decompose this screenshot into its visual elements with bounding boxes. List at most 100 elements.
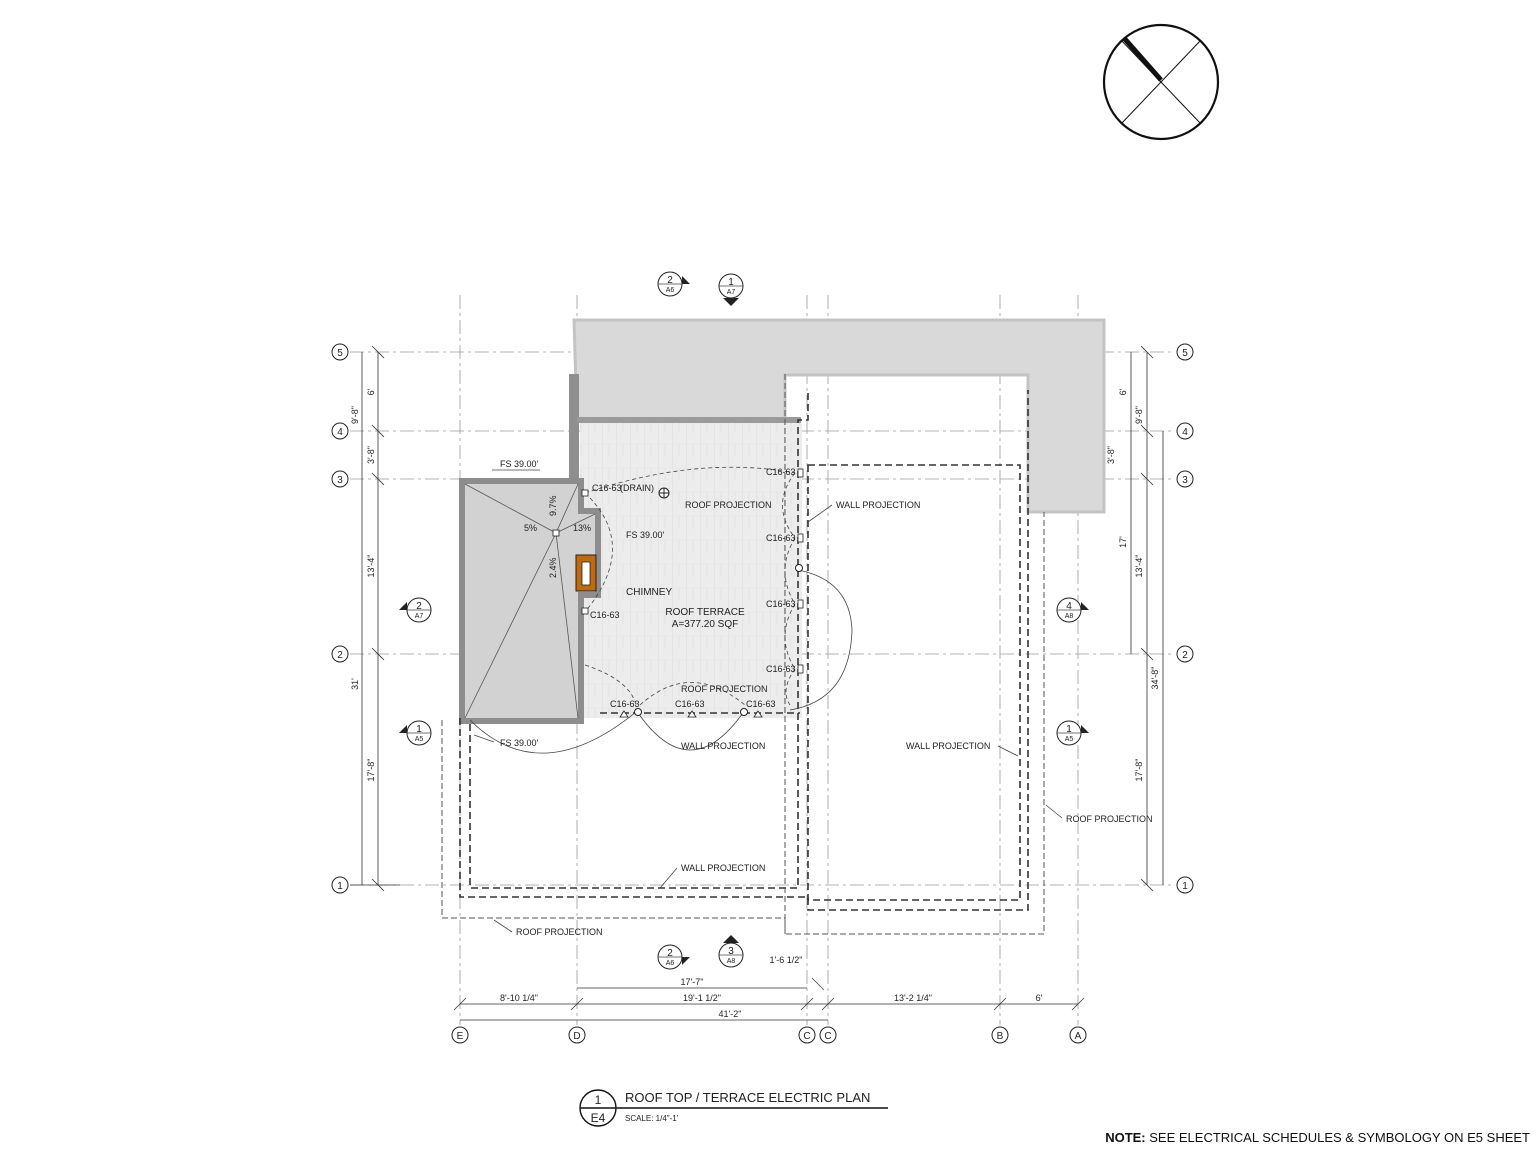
finish-surface-label: FS 39.00'	[500, 459, 539, 469]
roof-projection-label: ROOF PROJECTION	[516, 927, 603, 937]
slope-label: 13%	[573, 523, 591, 533]
circuit-label: C16-63	[675, 699, 705, 709]
grid-col-label: B	[997, 1031, 1004, 1042]
svg-text:A7: A7	[727, 289, 736, 296]
room-area: A=377.20 SQF	[672, 619, 738, 630]
right-dimensions: 6' 9'-8" 3'-8" 17' 13'-4" 34'-8" 17'-8"	[1106, 345, 1164, 892]
section-tags: 2A6 1A7 2A7 1A5 4A8 1A5 2A6 3A8	[399, 271, 1089, 970]
grid-row-label: 1	[337, 881, 343, 892]
dimension-label: 3'-8"	[366, 446, 376, 464]
electrical-devices	[581, 468, 804, 718]
sheet-number: E4	[591, 1111, 606, 1125]
chimney-label: CHIMNEY	[626, 587, 672, 598]
slope-label: 2.4%	[548, 557, 558, 578]
svg-text:2: 2	[667, 275, 673, 286]
grid-row-label: 3	[337, 475, 343, 486]
wall-projections	[459, 390, 1029, 911]
grid-row-label: 4	[1182, 427, 1188, 438]
dimension-label: 41'-2"	[719, 1009, 742, 1019]
dimension-label: 17'	[1118, 536, 1128, 548]
grid-row-label: 3	[1182, 475, 1188, 486]
title-block: 1 E4 ROOF TOP / TERRACE ELECTRIC PLAN SC…	[579, 1089, 888, 1127]
section-tag: 4A8	[1056, 597, 1089, 623]
drain-label: (DRAIN)	[620, 483, 654, 493]
dimension-label: 9'-8"	[350, 406, 360, 424]
grid-row-label: 5	[1182, 348, 1188, 359]
circuit-label: C16-63	[592, 483, 622, 493]
slope-label: 9.7%	[548, 495, 558, 516]
chimney	[575, 554, 597, 592]
left-dimensions: 6' 9'-8" 3'-8" 13'-4" 31' 17'-8"	[350, 345, 400, 892]
grid-row-label: 1	[1182, 881, 1188, 892]
section-tag: 1A5	[1056, 720, 1089, 746]
drawing-title: ROOF TOP / TERRACE ELECTRIC PLAN	[625, 1090, 870, 1105]
dimension-label: 6'	[366, 388, 376, 395]
sloped-roof	[459, 478, 601, 724]
grid-bubbles-cols: E D C C B A	[451, 1026, 1087, 1044]
dimension-label: 17'-8"	[366, 759, 376, 782]
grid-row-label: 4	[337, 427, 343, 438]
svg-text:2: 2	[667, 948, 673, 959]
svg-text:2: 2	[416, 601, 422, 612]
north-arrow-icon	[1102, 23, 1220, 141]
section-tag: 1A5	[399, 720, 432, 746]
slope-label: 5%	[524, 523, 537, 533]
svg-text:A6: A6	[666, 960, 675, 967]
section-tag: 2A6	[657, 271, 690, 297]
roof-projection-label: ROOF PROJECTION	[685, 500, 772, 510]
dimension-label: 1'-6 1/2"	[770, 955, 803, 965]
dimension-label: 13'-4"	[366, 555, 376, 578]
svg-text:A6: A6	[666, 287, 675, 294]
section-tag: 2A7	[399, 597, 432, 623]
circuit-label: C16-63	[746, 699, 776, 709]
dimension-label: 34'-8"	[1150, 667, 1160, 690]
dimension-label: 6'	[1036, 993, 1043, 1003]
section-tag: 1A7	[718, 273, 744, 306]
svg-text:A5: A5	[1065, 736, 1074, 743]
finish-surface-label: FS 39.00'	[626, 530, 665, 540]
dimension-label: 8'-10 1/4"	[500, 993, 538, 1003]
dimension-label: 19'-1 1/2"	[683, 993, 721, 1003]
svg-text:3: 3	[728, 946, 734, 957]
grid-row-label: 5	[337, 348, 343, 359]
svg-text:A8: A8	[727, 958, 736, 965]
dimension-label: 3'-8"	[1106, 446, 1116, 464]
circuit-label: C16-63	[766, 599, 796, 609]
svg-text:A7: A7	[415, 613, 424, 620]
circuit-label: C16-63	[766, 533, 796, 543]
room-name: ROOF TERRACE	[665, 607, 745, 618]
dimension-label: 13'-2 1/4"	[894, 993, 932, 1003]
circuit-arcs	[469, 466, 853, 754]
grid-row-label: 2	[1182, 650, 1188, 661]
circuit-label: C16-63	[766, 467, 796, 477]
grid-col-label: C	[803, 1031, 810, 1042]
grid-row-label: 2	[337, 650, 343, 661]
dimension-label: 17'-8"	[1134, 759, 1144, 782]
wall-projection-label: WALL PROJECTION	[681, 741, 765, 751]
svg-text:A8: A8	[1065, 613, 1074, 620]
circuit-label: C16-63	[610, 699, 640, 709]
dimension-label: 31'	[350, 678, 360, 690]
wall-projection-label: WALL PROJECTION	[836, 500, 920, 510]
svg-text:4: 4	[1066, 601, 1072, 612]
dimension-label: 9'-8"	[1134, 406, 1144, 424]
drawing-scale: SCALE: 1/4"-1'	[625, 1114, 679, 1123]
svg-text:1: 1	[728, 277, 734, 288]
grid-col-label: E	[457, 1031, 464, 1042]
roof-terrace-area	[580, 423, 802, 718]
wall-projection-label: WALL PROJECTION	[906, 741, 990, 751]
upper-roof	[569, 318, 1106, 514]
bottom-dimensions: 17'-7" 8'-10 1/4" 19'-1 1/2" 41'-2" 1'-6…	[453, 955, 1085, 1021]
detail-number: 1	[595, 1093, 602, 1107]
grid-col-label: D	[573, 1031, 580, 1042]
circuit-label: C16-63	[590, 610, 620, 620]
note-label: NOTE:	[1105, 1130, 1146, 1145]
dimension-label: 6'	[1118, 388, 1128, 395]
svg-text:A5: A5	[415, 736, 424, 743]
grid-col-label: C	[824, 1031, 831, 1042]
section-tag: 3A8	[718, 935, 744, 968]
roof-projections	[441, 374, 1045, 935]
svg-text:1: 1	[416, 724, 422, 735]
dimension-label: 13'-4"	[1134, 555, 1144, 578]
